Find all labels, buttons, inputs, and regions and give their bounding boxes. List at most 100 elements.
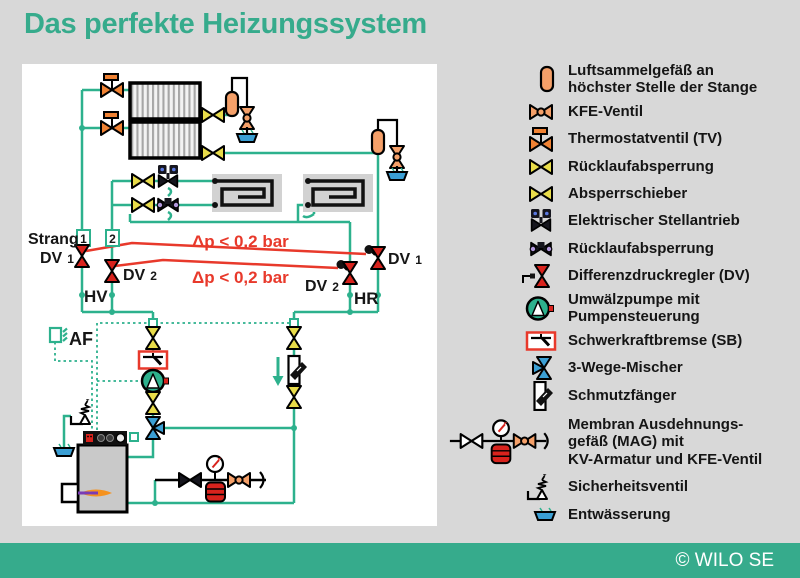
legend-item: Rücklaufabsperrung — [444, 153, 796, 180]
burner — [60, 482, 80, 504]
legend-item: Differenzdruckregler (DV) — [444, 262, 796, 289]
three-way-mixer-icon — [145, 416, 165, 440]
circulation-pump-icon — [525, 295, 555, 321]
kfe-valve-icon — [240, 107, 254, 129]
hr-label: HR — [354, 289, 379, 308]
legend-item: Schwerkraftbremse (SB) — [444, 327, 796, 354]
gate-valve-icon — [132, 174, 154, 188]
strang-tags — [76, 229, 120, 247]
differential-pressure-regulator-icon — [518, 263, 558, 289]
radiator-1 — [128, 81, 202, 121]
gate-valve-icon — [132, 198, 154, 212]
legend-label: Absperrschieber — [568, 184, 688, 202]
dirt-trap-icon — [287, 354, 309, 386]
air-vessel-icon — [224, 90, 240, 118]
kfe-valve-icon — [390, 146, 404, 168]
page-title: Das perfekte Heizungssystem — [24, 8, 427, 40]
af-label: AF — [69, 329, 93, 349]
air-vessel-icon — [539, 65, 555, 93]
air-vessel-assembly-1 — [224, 76, 258, 143]
hv-label: HV — [84, 287, 108, 306]
underfloor-loop-1 — [212, 174, 282, 212]
legend-item: Elektrischer Stellantrieb — [444, 207, 796, 235]
legend-item: Thermostatventil (TV) — [444, 125, 796, 153]
gate-valve-icon — [146, 327, 160, 349]
legend-label: Elektrischer Stellantrieb — [568, 212, 740, 230]
outdoor-sensor-af — [48, 326, 68, 344]
drain-icon — [534, 506, 556, 521]
legend-item: Membran Ausdehnungs- gefäß (MAG) mit KV-… — [444, 413, 796, 471]
legend-item: Absperrschieber — [444, 180, 796, 207]
legend-item: KFE-Ventil — [444, 98, 796, 125]
return-shutoff-icon — [202, 146, 224, 160]
underfloor-loop-2 — [303, 174, 373, 212]
gate-valve-icon — [524, 183, 558, 205]
dirt-trap-icon — [533, 381, 555, 411]
air-vessel-icon — [370, 128, 386, 156]
return-shutoff-icon — [524, 156, 558, 178]
dv-valve-icon — [337, 260, 358, 284]
return-shutoff-actuator-icon — [157, 198, 179, 211]
boiler — [60, 431, 129, 514]
gate-valve-icon — [287, 327, 301, 349]
circulation-pump-icon — [140, 368, 170, 394]
dv-valve-icon — [74, 244, 90, 268]
electric-actuator-icon — [158, 165, 178, 187]
electric-actuator-icon — [524, 207, 558, 235]
control-port — [148, 318, 158, 328]
footer-bar: © WILO SE — [0, 543, 800, 578]
legend-label: Thermostatventil (TV) — [568, 130, 723, 148]
control-port — [289, 318, 299, 328]
safety-valve-icon — [69, 397, 92, 426]
heating-system-schematic: Strang 1 2 DV1 DV2 DV1 DV2 HV HR AF Δp <… — [28, 64, 422, 514]
strang-2-tag: 2 — [109, 232, 116, 246]
legend-label: Rücklaufabsperrung — [568, 157, 714, 175]
legend-label: 3-Wege-Mischer — [568, 358, 683, 376]
strang-label: Strang — [28, 231, 79, 248]
strang-1-tag: 1 — [80, 232, 87, 246]
legend-item: Schmutzfänger — [444, 381, 796, 411]
legend-item: Entwässerung — [444, 501, 796, 528]
kv-valve-icon — [178, 472, 202, 488]
flow-arrow — [272, 357, 284, 386]
legend-item: 3-Wege-Mischer — [444, 354, 796, 381]
legend-label: Luftsammelgefäß an höchster Stelle der S… — [568, 61, 758, 96]
legend-item: Sicherheitsventil — [444, 473, 796, 501]
dp-label-bottom: Δp < 0,2 bar — [192, 268, 289, 287]
gate-valve-icon — [287, 386, 301, 408]
pressure-gauge-icon — [205, 454, 225, 474]
legend-label: Schmutzfänger — [568, 387, 677, 405]
legend-item: Rücklaufabsperrung — [444, 235, 796, 262]
legend: Luftsammelgefäß an höchster Stelle der S… — [444, 60, 796, 528]
pipe-junctions — [79, 125, 381, 506]
radiator-2 — [128, 120, 202, 160]
dp-lines — [85, 241, 367, 270]
legend-label: Entwässerung — [568, 505, 671, 523]
control-port — [129, 432, 139, 442]
dv-valve-icon — [104, 259, 120, 283]
safety-valve-icon — [526, 473, 549, 501]
mag-assembly — [155, 454, 266, 503]
legend-label: KFE-Ventil — [568, 102, 644, 120]
dv-valve-icon — [365, 245, 386, 269]
legend-item: Luftsammelgefäß an höchster Stelle der S… — [444, 60, 796, 98]
kfe-valve-icon — [228, 473, 250, 487]
air-vessel-assembly-2 — [370, 118, 408, 181]
gate-valve-icon — [146, 392, 160, 414]
thermostat-valve-icon — [101, 112, 123, 135]
legend-item: Umwälzpumpe mit Pumpensteuerung — [444, 289, 796, 327]
legend-label: Sicherheitsventil — [568, 478, 689, 496]
legend-label: Membran Ausdehnungs- gefäß (MAG) mit KV-… — [568, 416, 763, 468]
legend-label: Differenzdruckregler (DV) — [568, 266, 750, 284]
kfe-valve-icon — [524, 101, 558, 123]
gravity-brake-icon — [137, 350, 169, 370]
legend-label: Umwälzpumpe mit Pumpensteuerung — [568, 290, 700, 325]
return-shutoff-actuator-icon — [524, 238, 558, 260]
return-shutoff-icon — [202, 108, 224, 122]
legend-label: Rücklaufabsperrung — [568, 239, 714, 257]
three-way-mixer-icon — [532, 355, 552, 380]
